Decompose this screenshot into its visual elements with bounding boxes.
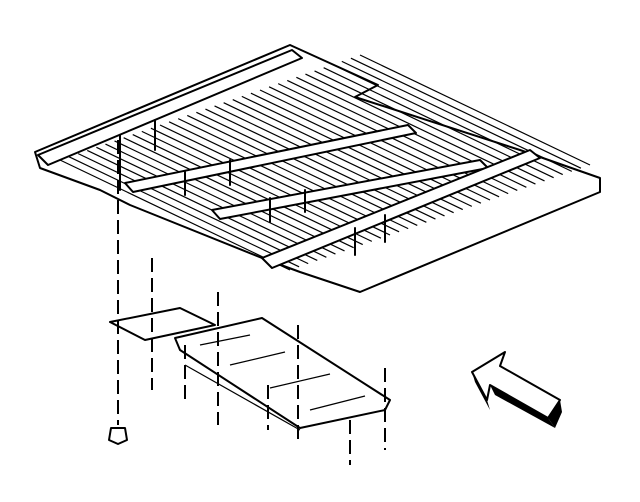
floor-rib bbox=[205, 108, 436, 220]
floor-rib bbox=[114, 140, 345, 252]
floor-rib bbox=[232, 99, 463, 211]
floor-rib bbox=[177, 118, 409, 230]
floor-rib bbox=[150, 127, 382, 239]
floor-rib bbox=[159, 124, 391, 236]
cross-members bbox=[37, 49, 541, 269]
floor-rib bbox=[141, 130, 373, 242]
floor-rib bbox=[68, 156, 300, 268]
cross-member-2 bbox=[124, 124, 417, 196]
floor-rib bbox=[196, 111, 427, 223]
floor-rib bbox=[77, 153, 309, 265]
floor-rib bbox=[132, 134, 363, 246]
alignment-lines bbox=[151, 258, 386, 465]
floor-rib bbox=[359, 54, 591, 166]
floor-rib bbox=[168, 121, 400, 233]
cross-member-4 bbox=[261, 149, 541, 269]
floor-rib bbox=[214, 105, 445, 217]
direction-arrow-icon bbox=[471, 351, 562, 428]
floor-rib bbox=[59, 159, 291, 271]
floor-rib bbox=[87, 149, 318, 261]
floor-rib bbox=[105, 143, 336, 255]
floor-rib bbox=[187, 114, 418, 226]
fastener-bolt bbox=[108, 140, 128, 445]
cross-member-1 bbox=[37, 49, 303, 191]
floor-rib bbox=[123, 137, 354, 249]
floor-rib bbox=[223, 102, 454, 214]
floor-rib bbox=[350, 57, 582, 169]
floor-rib bbox=[96, 146, 327, 258]
